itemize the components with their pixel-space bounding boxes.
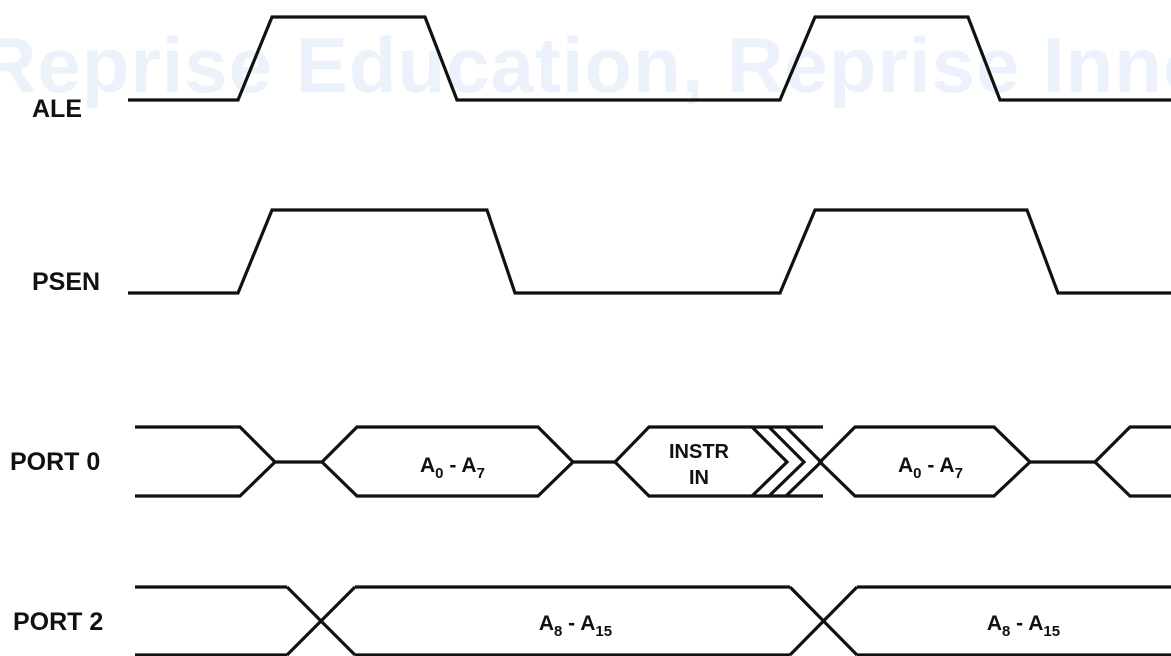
port2-bus: [135, 585, 1171, 656]
port0-instr-label-line2: IN: [689, 467, 709, 489]
port2-crossover-2b: [788, 585, 859, 656]
port2-address-label-2: A8 - A15: [958, 612, 1077, 641]
port0-segment-instr: [612, 425, 823, 498]
port0-instr-hatch: [750, 425, 824, 498]
watermark-text: Reprise Education, Reprise Innovations: [0, 21, 1171, 109]
signal-label-psen: PSEN: [32, 268, 100, 296]
port0-address-label-1: A0 - A7: [392, 454, 503, 483]
ale-waveform: [128, 15, 1171, 102]
port2-address-label-1: A8 - A15: [510, 612, 629, 641]
port0-address-label-2: A0 - A7: [870, 454, 981, 483]
port0-segment-final: [1092, 425, 1171, 498]
signal-label-ale: ALE: [32, 95, 82, 123]
signal-label-port2: PORT 2: [13, 608, 103, 636]
port0-instr-label-line1: INSTR: [669, 441, 730, 463]
signal-label-port0: PORT 0: [10, 448, 100, 476]
port0-segment-initial: [135, 425, 278, 498]
psen-waveform: [128, 208, 1171, 295]
port0-bus: [135, 425, 1171, 498]
port2-crossover-1b: [285, 585, 357, 656]
